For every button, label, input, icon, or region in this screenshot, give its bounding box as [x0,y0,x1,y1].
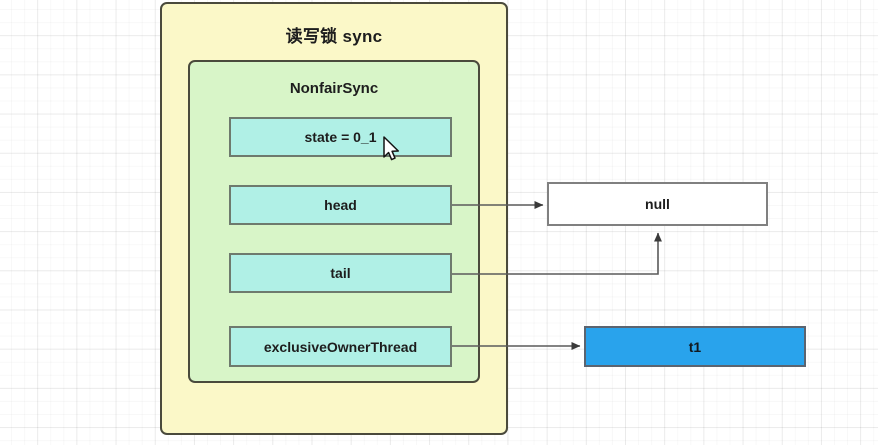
outer-container-title: 读写锁 sync [285,27,383,46]
target-box-t1: t1 [584,326,806,367]
field-box-exclusive-owner-thread: exclusiveOwnerThread [229,326,452,367]
inner-container-title: NonfairSync [289,80,379,97]
field-box-tail: tail [229,253,452,293]
mouse-pointer-icon [383,136,400,161]
target-box-null: null [547,182,768,226]
field-box-head: head [229,185,452,225]
field-box-state: state = 0_1 [229,117,452,157]
